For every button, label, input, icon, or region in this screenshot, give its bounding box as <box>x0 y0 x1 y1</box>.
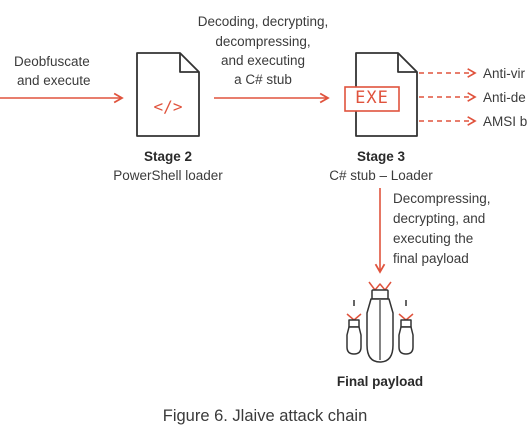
stage2-code-glyph: </> <box>153 97 183 116</box>
output-label-1: Anti-vir <box>483 66 526 81</box>
label-decompressing-4: final payload <box>393 251 469 266</box>
output-label-3: AMSI b <box>483 114 528 129</box>
label-decoding-3: and executing <box>220 53 306 68</box>
stage3-subtitle: C# stub – Loader <box>329 168 433 183</box>
stage2-document-icon <box>136 52 200 137</box>
label-decoding-1: Decoding, decrypting, <box>197 14 329 29</box>
label-deobfuscate-1: Deobfuscate <box>14 54 90 69</box>
label-decompressing-1: Decompressing, <box>393 191 491 206</box>
stage2-subtitle: PowerShell loader <box>113 168 223 183</box>
label-decompressing-3: executing the <box>393 231 474 246</box>
stage3-document-icon <box>344 52 418 137</box>
output-label-2: Anti-de <box>483 90 526 105</box>
label-decoding-2: decompressing, <box>215 34 311 49</box>
label-decompressing-2: decrypting, and <box>393 211 486 226</box>
stage3-title: Stage 3 <box>356 149 406 164</box>
label-decoding-4: a C# stub <box>234 72 292 87</box>
stage3-exe-glyph: EXE <box>355 88 389 108</box>
label-deobfuscate-2: and execute <box>17 73 91 88</box>
stage2-title: Stage 2 <box>143 149 193 164</box>
final-payload-title: Final payload <box>336 374 424 389</box>
figure-caption: Figure 6. Jlaive attack chain <box>162 407 368 425</box>
bombs-icon <box>346 281 414 363</box>
